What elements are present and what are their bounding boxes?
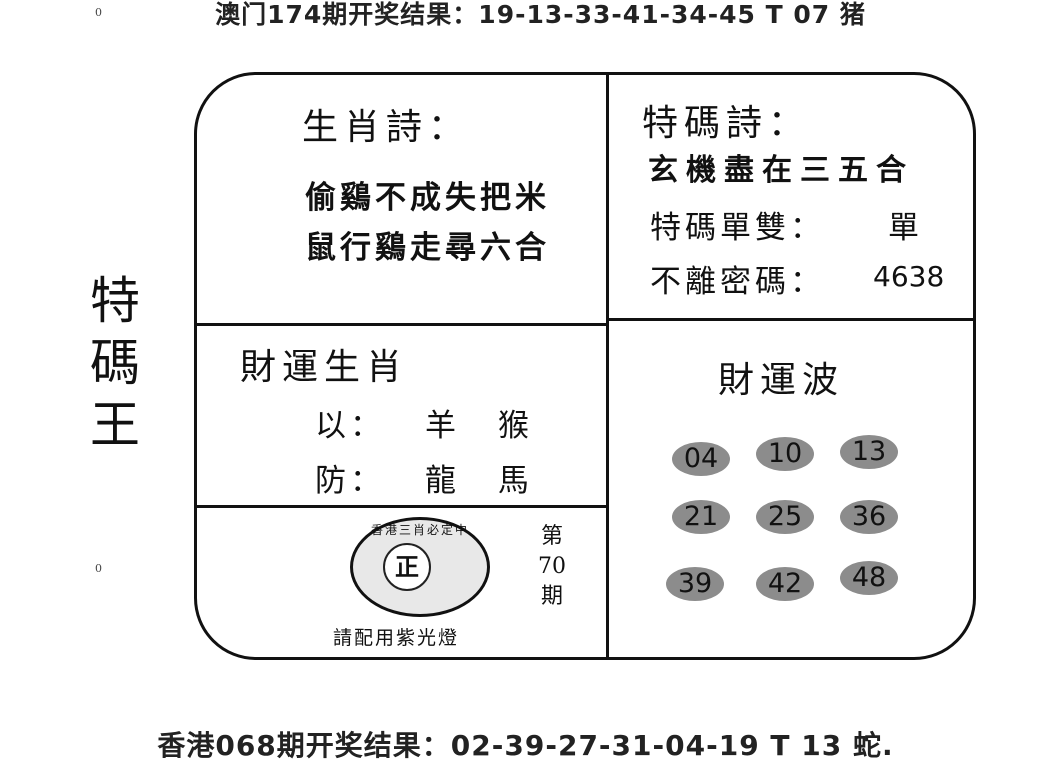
issue-suffix: 期 (540, 584, 563, 609)
hongkong-result-footer: 香港068期开奖结果：02-39-27-31-04-19 T 13 蛇. (157, 729, 894, 762)
margin-mark: 0 (95, 562, 102, 575)
special-poem-line: 玄機盡在三五合 (648, 153, 914, 188)
left-divider-1 (197, 323, 608, 326)
right-divider (606, 318, 974, 321)
side-title-char: 碼 (90, 334, 140, 392)
odd-even-value: 單 (888, 210, 923, 246)
wave-ball: 13 (840, 435, 898, 469)
center-divider (606, 72, 609, 660)
fortune-zodiac-row-label: 以： (315, 408, 385, 444)
fortune-zodiac-title: 財運生肖 (240, 347, 409, 388)
side-title-char: 王 (90, 396, 140, 454)
stamp-ring-text: 香港三肖必定中 (370, 523, 469, 537)
wave-ball: 39 (666, 567, 724, 601)
fortune-zodiac-row-value: 龍 馬 (425, 463, 545, 499)
wave-ball: 10 (756, 437, 814, 471)
wave-ball: 25 (756, 500, 814, 534)
stamp-note: 請配用紫光燈 (333, 627, 460, 649)
main-board (194, 72, 976, 660)
issue-value: 70 (538, 554, 566, 579)
zodiac-poem-line-1: 偷鷄不成失把米 (305, 180, 550, 216)
wave-ball: 48 (840, 561, 898, 595)
special-poem-title: 特碼詩： (642, 103, 811, 144)
zodiac-poem-line-2: 鼠行鷄走尋六合 (305, 230, 550, 266)
stamp-center: 正 (383, 543, 431, 591)
wave-ball: 42 (756, 567, 814, 601)
corner-mark: 0 (95, 6, 102, 19)
wave-ball: 36 (840, 500, 898, 534)
wave-ball: 04 (672, 442, 730, 476)
tail-code-value: 4638 (873, 260, 945, 293)
issue-prefix: 第 (540, 524, 563, 549)
fortune-zodiac-row-value: 羊 猴 (425, 408, 545, 444)
side-title: 特 碼 王 (80, 270, 150, 456)
fortune-zodiac-row-label: 防： (315, 463, 385, 499)
tail-code-label: 不離密碼： (650, 264, 825, 300)
zodiac-poem-title: 生肖詩： (302, 107, 471, 148)
stamp-seal (350, 517, 490, 617)
wave-ball: 21 (672, 500, 730, 534)
issue-number: 第 70 期 (532, 522, 572, 612)
fortune-wave-title: 財運波 (718, 360, 845, 401)
odd-even-label: 特碼單雙： (650, 210, 825, 246)
left-divider-2 (197, 505, 608, 508)
macau-result-header: 澳门174期开奖结果：19-13-33-41-34-45 T 07 猪 (215, 0, 866, 29)
side-title-char: 特 (90, 272, 140, 330)
